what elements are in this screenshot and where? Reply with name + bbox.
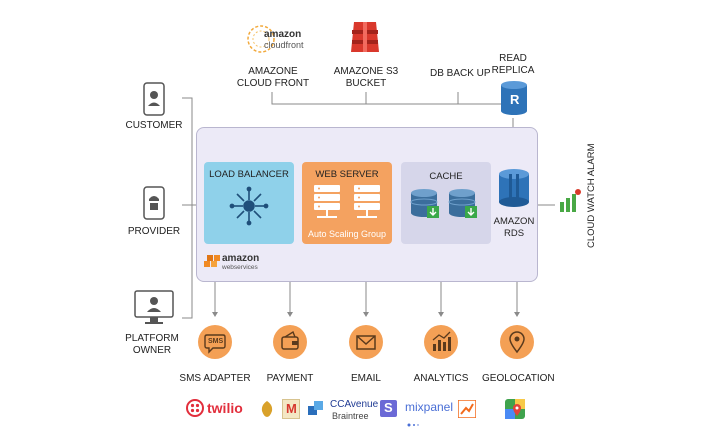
ccavenue-text: CCAvenue xyxy=(330,399,379,410)
mailchimp-logo: M xyxy=(282,399,300,419)
vendor-analytics-logo xyxy=(457,399,477,423)
mixpanel-text: mixpanel xyxy=(405,400,454,414)
cloudwatch-label: CLOUD WATCH ALARM xyxy=(586,143,597,248)
geolocation-label: GEOLOCATION xyxy=(482,373,555,384)
load-balancer-icon xyxy=(229,186,269,231)
sms-icon-text: SMS xyxy=(208,338,224,345)
cache-label: CACHE xyxy=(429,171,463,182)
stripe-letter: S xyxy=(384,400,393,415)
vendor-gold-logo xyxy=(260,400,274,423)
provider-label: PROVIDER xyxy=(127,226,181,237)
rds-icon xyxy=(497,168,531,213)
s3-icon xyxy=(348,18,382,61)
aws-logo: amazon webservices xyxy=(203,250,263,276)
platform-owner-monitor-icon xyxy=(134,290,174,331)
auto-scaling-label: Auto Scaling Group xyxy=(307,229,387,239)
customer-label: CUSTOMER xyxy=(125,120,183,131)
cloudfront-swirl-icon xyxy=(247,25,275,53)
wallet-icon xyxy=(281,330,299,350)
aws-logo-line1: amazon xyxy=(222,253,260,264)
provider-phone-icon xyxy=(143,186,165,225)
sms-adapter-circle: SMS xyxy=(198,325,232,359)
aws-logo-line2: webservices xyxy=(222,264,258,271)
mailchimp-letter: M xyxy=(286,401,297,416)
stripe-logo: S xyxy=(380,400,397,417)
replica-letter: R xyxy=(510,92,520,107)
google-maps-icon xyxy=(505,399,525,424)
platform-owner-label: PLATFORM OWNER xyxy=(125,333,179,356)
cloudfront-logo-line1: amazon xyxy=(264,29,302,40)
envelope-icon xyxy=(356,335,376,350)
analytics-label: ANALYTICS xyxy=(413,373,469,384)
web-server-label: WEB SERVER xyxy=(315,169,379,180)
cloudwatch-chart-icon xyxy=(557,188,583,219)
mixpanel-dots xyxy=(407,414,427,432)
twilio-text: twilio xyxy=(207,400,243,416)
cache-db-icons xyxy=(409,188,485,227)
web-server-icon xyxy=(312,183,382,228)
geolocation-circle xyxy=(500,325,534,359)
db-backup-label: DB BACK UP xyxy=(430,68,491,79)
payment-circle xyxy=(273,325,307,359)
read-replica-label: READ REPLICA xyxy=(491,53,535,76)
payment-label: PAYMENT xyxy=(266,373,314,384)
cloudfront-logo: amazon cloudfront xyxy=(247,18,304,60)
vendor-blue-squares-logo xyxy=(308,400,324,421)
twilio-logo: twilio xyxy=(186,398,256,418)
load-balancer-label: LOAD BALANCER xyxy=(209,169,289,180)
read-replica-db-icon: R xyxy=(500,80,528,116)
customer-phone-icon xyxy=(143,82,165,121)
map-pin-icon xyxy=(509,331,525,354)
braintree-text: Braintree xyxy=(332,411,369,421)
rds-label: AMAZON RDS xyxy=(493,216,535,239)
cloudfront-label: AMAZONE CLOUD FRONT xyxy=(236,66,310,89)
twilio-icon xyxy=(186,399,204,417)
sms-bubble-icon xyxy=(204,334,226,354)
sms-adapter-label: SMS ADAPTER xyxy=(179,373,251,384)
email-label: EMAIL xyxy=(350,373,381,384)
cloudfront-logo-line2: cloudfront xyxy=(264,40,304,50)
analytics-chart-icon xyxy=(432,331,451,351)
analytics-circle xyxy=(424,325,458,359)
aws-cubes-icon xyxy=(204,255,220,267)
email-circle xyxy=(349,325,383,359)
s3-label: AMAZONE S3 BUCKET xyxy=(333,66,399,89)
